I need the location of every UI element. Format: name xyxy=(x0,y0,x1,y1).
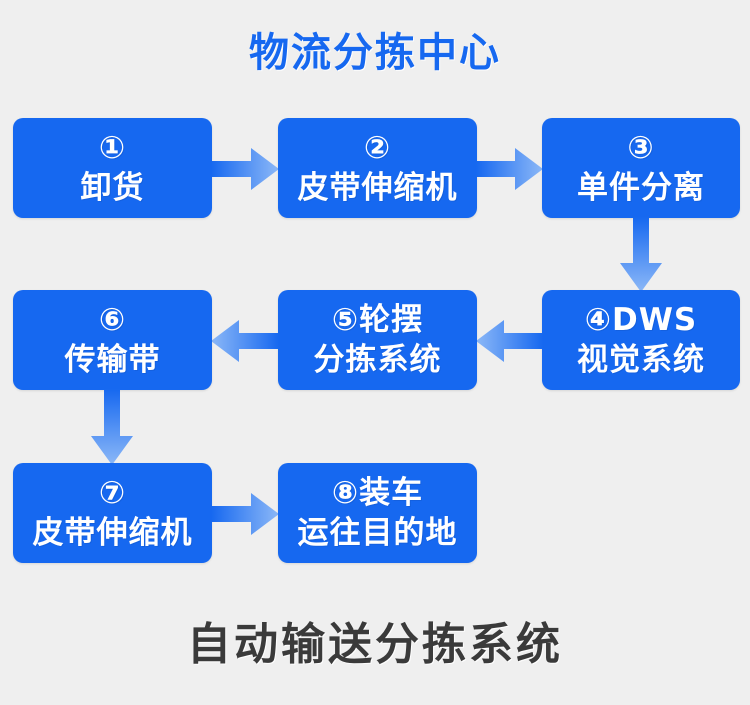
footer-caption: 自动输送分拣系统 xyxy=(187,619,563,670)
flow-node-1-line-1: ① xyxy=(98,130,127,166)
flow-node-2[interactable]: ② 皮带伸缩机 xyxy=(278,118,477,218)
flow-node-4-line-1: ④DWS xyxy=(584,302,698,338)
flow-node-7[interactable]: ⑦ 皮带伸缩机 xyxy=(13,463,212,563)
flow-node-7-line-1: ⑦ xyxy=(98,475,127,511)
arrow-node3-to-node4 xyxy=(620,217,662,292)
flow-node-3-line-1: ③ xyxy=(627,130,655,166)
arrow-node6-to-node7 xyxy=(91,389,133,465)
flow-node-7-line-2: 皮带伸缩机 xyxy=(32,515,193,551)
flow-node-5-line-1: ⑤轮摆 xyxy=(331,302,424,338)
flow-node-8[interactable]: ⑧装车 运往目的地 xyxy=(278,463,477,563)
flow-node-6[interactable]: ⑥ 传输带 xyxy=(13,290,212,390)
arrow-node1-to-node2 xyxy=(211,148,279,190)
arrow-node5-to-node6 xyxy=(211,320,279,362)
flow-node-3[interactable]: ③ 单件分离 xyxy=(542,118,740,218)
arrow-node4-to-node5 xyxy=(476,320,543,362)
flow-node-1-line-2: 卸货 xyxy=(80,170,145,206)
flow-node-8-line-2: 运往目的地 xyxy=(297,515,458,551)
flow-node-8-line-1: ⑧装车 xyxy=(331,475,424,511)
flow-node-5-line-2: 分拣系统 xyxy=(313,342,442,378)
arrow-node7-to-node8 xyxy=(211,493,279,535)
flow-node-1[interactable]: ① 卸货 xyxy=(13,118,212,218)
flow-node-6-line-1: ⑥ xyxy=(98,302,127,338)
flow-node-6-line-2: 传输带 xyxy=(64,342,161,378)
flow-node-4-line-2: 视觉系统 xyxy=(577,342,705,378)
flow-node-3-line-2: 单件分离 xyxy=(577,170,705,206)
page-title: 物流分拣中心 xyxy=(249,30,501,76)
flow-node-4[interactable]: ④DWS 视觉系统 xyxy=(542,290,740,390)
flow-node-2-line-1: ② xyxy=(363,130,392,166)
flow-node-2-line-2: 皮带伸缩机 xyxy=(297,170,458,206)
flow-node-5[interactable]: ⑤轮摆 分拣系统 xyxy=(278,290,477,390)
arrow-node2-to-node3 xyxy=(476,148,543,190)
